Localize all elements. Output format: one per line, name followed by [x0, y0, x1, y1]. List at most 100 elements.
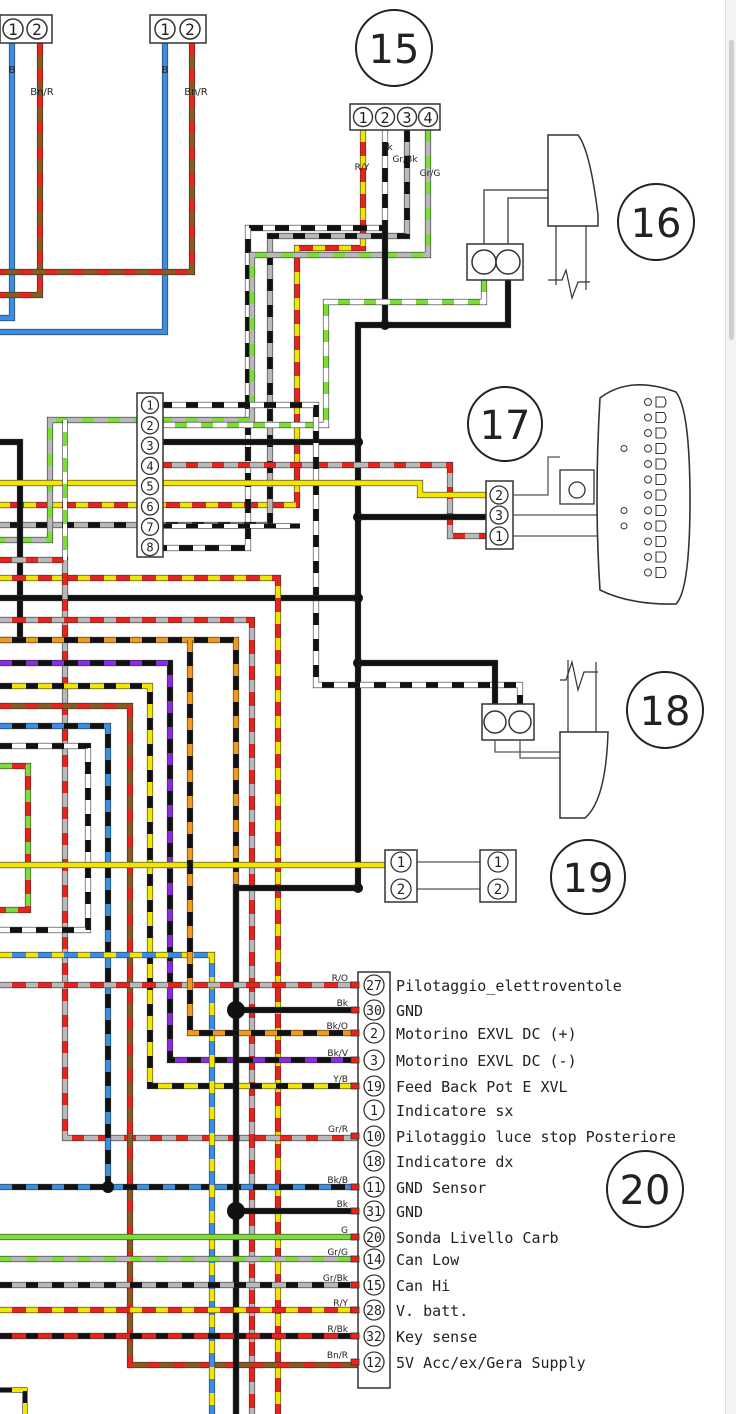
wire-bn-r-12-core: [0, 703, 358, 1368]
wire-gr-r-j4-core: [160, 462, 486, 539]
wire-w-bk: [0, 742, 92, 934]
ecu-pin-function: V. batt.: [396, 1302, 468, 1320]
page-scrollbar[interactable]: [725, 0, 736, 1414]
wire-y-bk-bottom-core: [0, 1388, 27, 1414]
dash-led-lamp: [655, 567, 667, 578]
junction-pin-label: 5: [146, 480, 153, 494]
svg-text:16: 16: [631, 201, 682, 247]
wire-bk-o-2-stripe: [187, 640, 358, 1036]
dash-led: [644, 553, 652, 561]
wire-layer: [0, 43, 524, 1414]
wire-grbk-c15-stripe: [155, 130, 388, 551]
scrollbar-thumb[interactable]: [729, 40, 734, 340]
wire-wbk-18: [160, 401, 524, 704]
wire-r-gr-stripe: [0, 617, 255, 1414]
wire-yellow-17-core: [0, 480, 486, 498]
ecu-pin-number: 14: [366, 1253, 382, 1268]
wire-bk-18-core: [358, 660, 498, 704]
c15-wire-grbk: Gr/Bk: [392, 155, 418, 165]
wire-r-g: [0, 762, 32, 914]
ecu-wire-code: Y/B: [332, 1075, 348, 1085]
ecu-pin: [363, 1150, 385, 1172]
ecu-pin-terminal: [350, 1082, 360, 1090]
splice-dot: [380, 320, 390, 330]
dash-led-lamp: [655, 489, 667, 501]
c15-wire-grg: Gr/G: [420, 169, 441, 179]
ecu-wire-code: Bk/V: [327, 1049, 348, 1059]
ecu-wire-code: Bk: [337, 1200, 349, 1210]
ecu-pin-terminal: [350, 1207, 360, 1215]
wire-ry-c15-core: [0, 130, 366, 508]
ecu-pin-terminal: [350, 1332, 360, 1340]
ecu-pin-number: 2: [370, 1027, 378, 1042]
wire-gr-r-10-core: [0, 557, 358, 1141]
wire-r-g-stripe: [0, 763, 31, 913]
junction-pin-label: 7: [146, 520, 153, 534]
dashboard-17: [596, 384, 691, 605]
wire-blue-y-stripe: [0, 952, 215, 1414]
ecu-pin-terminal: [350, 1029, 360, 1037]
junction-pin-label: 4: [146, 459, 153, 473]
ecu-pin-terminal: [350, 1306, 360, 1314]
ecu-pin-function: Pilotaggio_elettroventole: [396, 977, 622, 995]
ecu-pin-function: Can Hi: [396, 1277, 450, 1295]
ecu-pin-terminal: [350, 1056, 360, 1064]
ecu-wire-code: R/O: [332, 974, 348, 984]
wire-y-b-19-stripe: [0, 683, 358, 1089]
wire-blue-top-left-core: [0, 43, 15, 321]
dash-led-lamp: [655, 396, 667, 408]
ecu-pin-number: 15: [366, 1279, 382, 1294]
ecu-wire-code: Bk/B: [327, 1176, 348, 1186]
c17-pin-2: 2: [495, 489, 503, 504]
ecu-pin-function: Motorino EXVL DC (+): [396, 1025, 577, 1043]
dash-led: [644, 460, 652, 468]
ecu-pin-function: Can Low: [396, 1251, 460, 1269]
ecu-pin-row: Gr/G 14 Can Low: [327, 1248, 460, 1270]
ecu-wire-code: Bn/R: [327, 1351, 348, 1361]
wire-y-bk-bottom-stripe: [0, 1388, 27, 1414]
ecu-pin-number: 32: [366, 1330, 382, 1345]
dash-led: [644, 444, 652, 453]
dash-led: [644, 506, 652, 515]
ecu-pin: [363, 1176, 385, 1198]
splice-dot: [227, 1202, 245, 1220]
top-left-pin-1: 1: [8, 20, 18, 39]
ecu-pin-terminal: [350, 1255, 360, 1263]
dash-led: [644, 475, 652, 484]
ecu-wire-code: Gr/Bk: [323, 1274, 349, 1284]
ecu-pin-number: 11: [366, 1181, 382, 1196]
dash-led: [644, 413, 652, 422]
callout-18: 18: [626, 671, 704, 749]
wire-ry-c15-stripe: [0, 130, 366, 508]
ecu-pin-function: GND: [396, 1203, 423, 1221]
c15-wire-bk: Bk: [381, 143, 393, 153]
ecu-pin: [363, 1226, 385, 1248]
dash-terminal: [620, 445, 628, 452]
wire-label-b-left: B: [9, 65, 16, 76]
c19-left-pin-1: 1: [397, 855, 405, 871]
wire-wbk-18-core: [160, 402, 523, 704]
junction-pin: [140, 436, 160, 455]
junction-pin: [140, 395, 160, 415]
callout-19: 19: [550, 839, 626, 915]
svg-text:15: 15: [369, 27, 420, 73]
top-connector-left: 1 2 B Bn/R: [0, 14, 54, 98]
ecu-wire-code: Gr/R: [328, 1125, 348, 1135]
wire-grg-c15-stripe: [0, 130, 431, 543]
dash-led-lamp: [655, 536, 667, 547]
ecu-pin: [363, 1022, 385, 1044]
junction-pin-label: 8: [146, 541, 153, 555]
connector-19: 1 2 1 2: [384, 849, 517, 903]
ecu-wire-code: Gr/G: [327, 1248, 348, 1258]
dash-terminal: [620, 507, 628, 514]
callout-17: 17: [467, 386, 543, 462]
